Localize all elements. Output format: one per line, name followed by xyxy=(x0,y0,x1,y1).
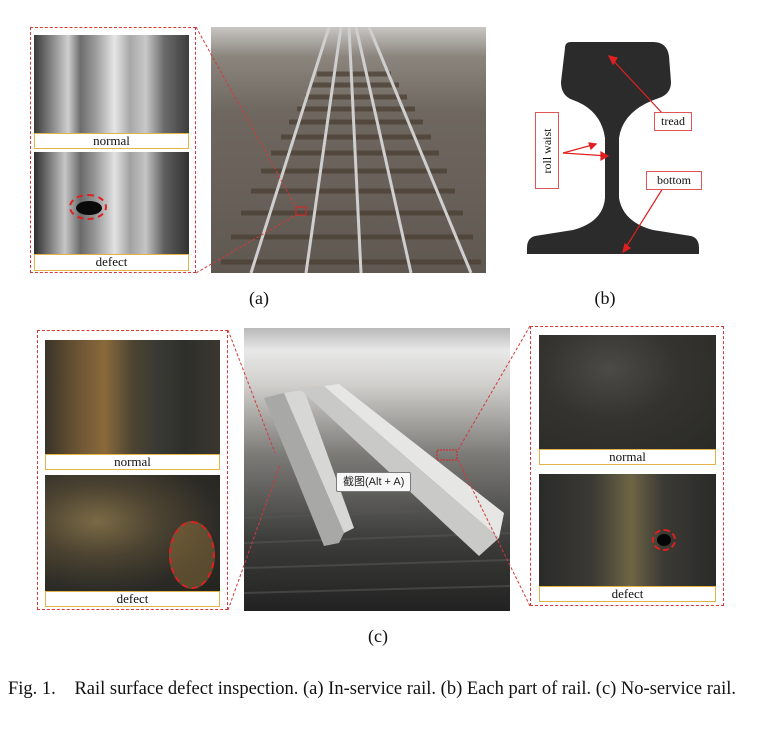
left-defect-label: defect xyxy=(45,591,220,607)
tread-label: tread xyxy=(654,112,692,131)
panel-a-scan-frame xyxy=(30,27,196,273)
screenshot-tooltip: 截图(Alt + A) xyxy=(336,472,412,492)
bottom-label: bottom xyxy=(646,171,702,190)
panel-a-connector-lines xyxy=(195,26,297,274)
figure-caption: Fig. 1. Rail surface defect inspection. … xyxy=(8,676,748,702)
rail-profile-diagram xyxy=(527,42,699,254)
panel-c-right-frame xyxy=(530,326,724,606)
roll-waist-label: roll waist xyxy=(540,128,554,173)
rail-stock-photo xyxy=(244,328,510,611)
right-normal-image xyxy=(539,335,716,449)
track-photo xyxy=(211,27,486,273)
right-defect-image xyxy=(539,474,716,586)
panel-a-sublabel: (a) xyxy=(249,288,269,308)
rail-stock-drawing xyxy=(244,384,510,594)
caption-text: Rail surface defect inspection. (a) In-s… xyxy=(74,679,736,699)
panel-c-left-frame xyxy=(37,330,228,610)
panel-c-sublabel: (c) xyxy=(368,626,388,646)
rail-profile-shape xyxy=(527,42,699,254)
panel-b-sublabel: (b) xyxy=(594,288,616,308)
track-drawing xyxy=(221,27,481,273)
defect-highlight-ellipse xyxy=(69,194,107,220)
scan-normal-label: normal xyxy=(34,133,189,149)
left-normal-label: normal xyxy=(45,454,220,470)
defect-highlight-ellipse xyxy=(652,529,676,551)
right-normal-label: normal xyxy=(539,449,716,465)
roll-waist-box: roll waist xyxy=(535,112,559,189)
caption-prefix: Fig. 1. xyxy=(8,679,56,699)
left-normal-image xyxy=(45,340,220,454)
scan-normal-image xyxy=(34,35,189,133)
scan-defect-image xyxy=(34,152,189,254)
panel-c-connector-lines xyxy=(227,325,531,611)
left-defect-image xyxy=(45,475,220,591)
defect-highlight-ellipse xyxy=(169,521,215,589)
right-defect-label: defect xyxy=(539,586,716,602)
scan-defect-label: defect xyxy=(34,254,189,271)
